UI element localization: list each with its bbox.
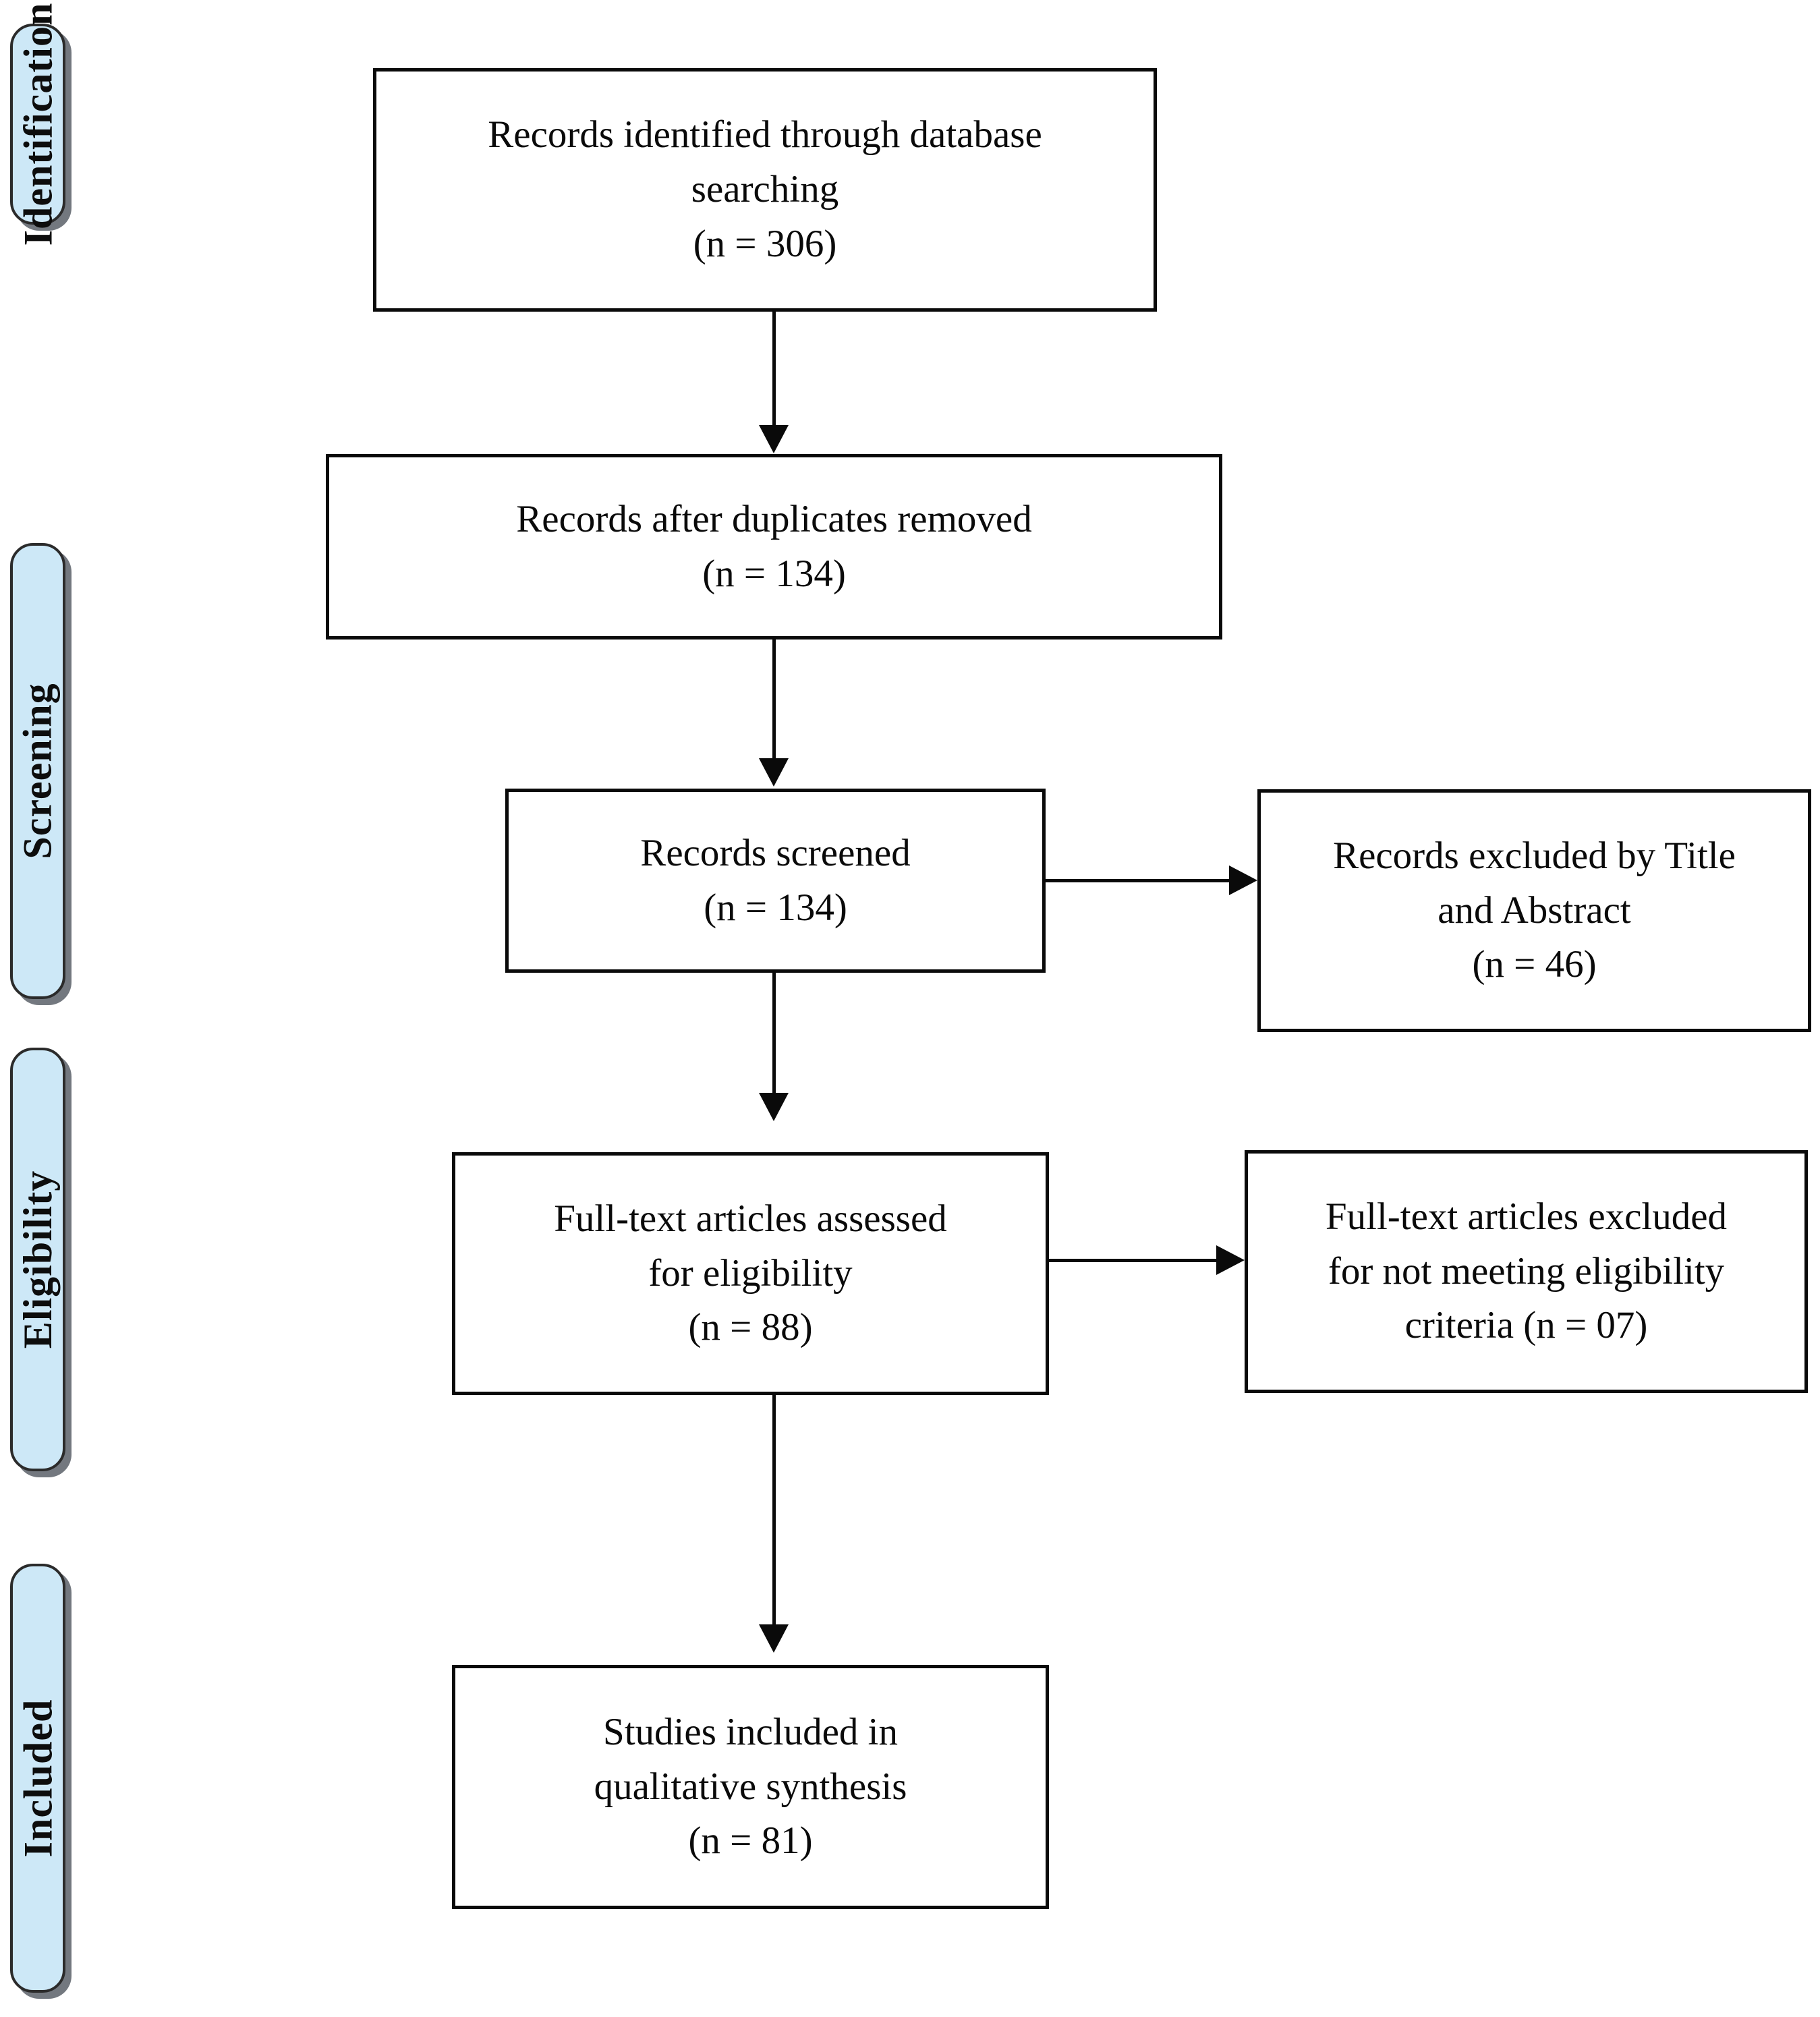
arrow-fulltext-to-excluded [1216,1245,1245,1275]
connector-identified-to-duplicates [772,312,776,428]
arrow-screened-to-excluded [1229,865,1257,895]
box-records-after-duplicates: Records after duplicates removed (n = 13… [326,454,1222,640]
box-records-excluded-line-2: and Abstract [1438,888,1631,932]
box-records-identified-line-3: (n = 306) [693,222,837,265]
stage-label-screening: Screening [10,543,65,999]
box-records-identified-line-2: searching [691,168,839,211]
box-studies-included-line-2: qualitative synthesis [594,1765,907,1808]
box-studies-included: Studies included in qualitative synthesi… [452,1665,1049,1909]
box-fulltext-assessed-line-1: Full-text articles assessed [554,1197,947,1240]
connector-screened-to-fulltext [772,973,776,1094]
box-records-screened-line-2: (n = 134) [704,886,847,929]
box-fulltext-assessed-line-3: (n = 88) [688,1306,813,1349]
stage-label-identification-text: Identification [16,2,61,246]
box-records-after-duplicates-line-2: (n = 134) [702,552,846,595]
stage-label-eligibility-text: Eligibility [16,1170,61,1349]
connector-fulltext-to-excluded [1049,1259,1219,1262]
arrow-identified-to-duplicates [759,425,789,453]
stage-label-eligibility: Eligibility [10,1048,65,1471]
arrow-screened-to-fulltext [759,1093,789,1121]
stage-label-included: Included [10,1564,65,1993]
box-records-excluded-title-abstract: Records excluded by Title and Abstract (… [1257,789,1811,1032]
box-records-after-duplicates-line-1: Records after duplicates removed [516,497,1032,540]
box-studies-included-line-3: (n = 81) [688,1819,813,1863]
box-fulltext-assessed-line-2: for eligibility [648,1251,853,1295]
box-fulltext-excluded-line-3: criteria (n = 07) [1404,1304,1648,1347]
arrow-fulltext-to-included [759,1624,789,1653]
box-fulltext-assessed: Full-text articles assessed for eligibil… [452,1152,1049,1395]
box-fulltext-excluded: Full-text articles excluded for not meet… [1245,1150,1808,1393]
stage-label-included-text: Included [16,1699,61,1858]
box-fulltext-excluded-line-2: for not meeting eligibility [1328,1249,1725,1292]
arrow-duplicates-to-screened [759,758,789,787]
box-records-identified-line-1: Records identified through database [488,113,1042,157]
connector-fulltext-to-included [772,1395,776,1626]
connector-screened-to-excluded [1046,879,1232,882]
box-fulltext-excluded-line-1: Full-text articles excluded [1325,1195,1728,1238]
box-records-screened: Records screened (n = 134) [505,789,1046,973]
stage-label-identification: Identification [10,3,65,246]
box-records-excluded-line-1: Records excluded by Title [1333,834,1736,877]
box-records-identified: Records identified through database sear… [373,68,1157,312]
box-records-screened-line-1: Records screened [640,831,911,874]
connector-duplicates-to-screened [772,640,776,760]
box-studies-included-line-1: Studies included in [603,1710,898,1753]
stage-label-screening-text: Screening [16,683,60,859]
box-records-excluded-line-3: (n = 46) [1472,943,1597,986]
